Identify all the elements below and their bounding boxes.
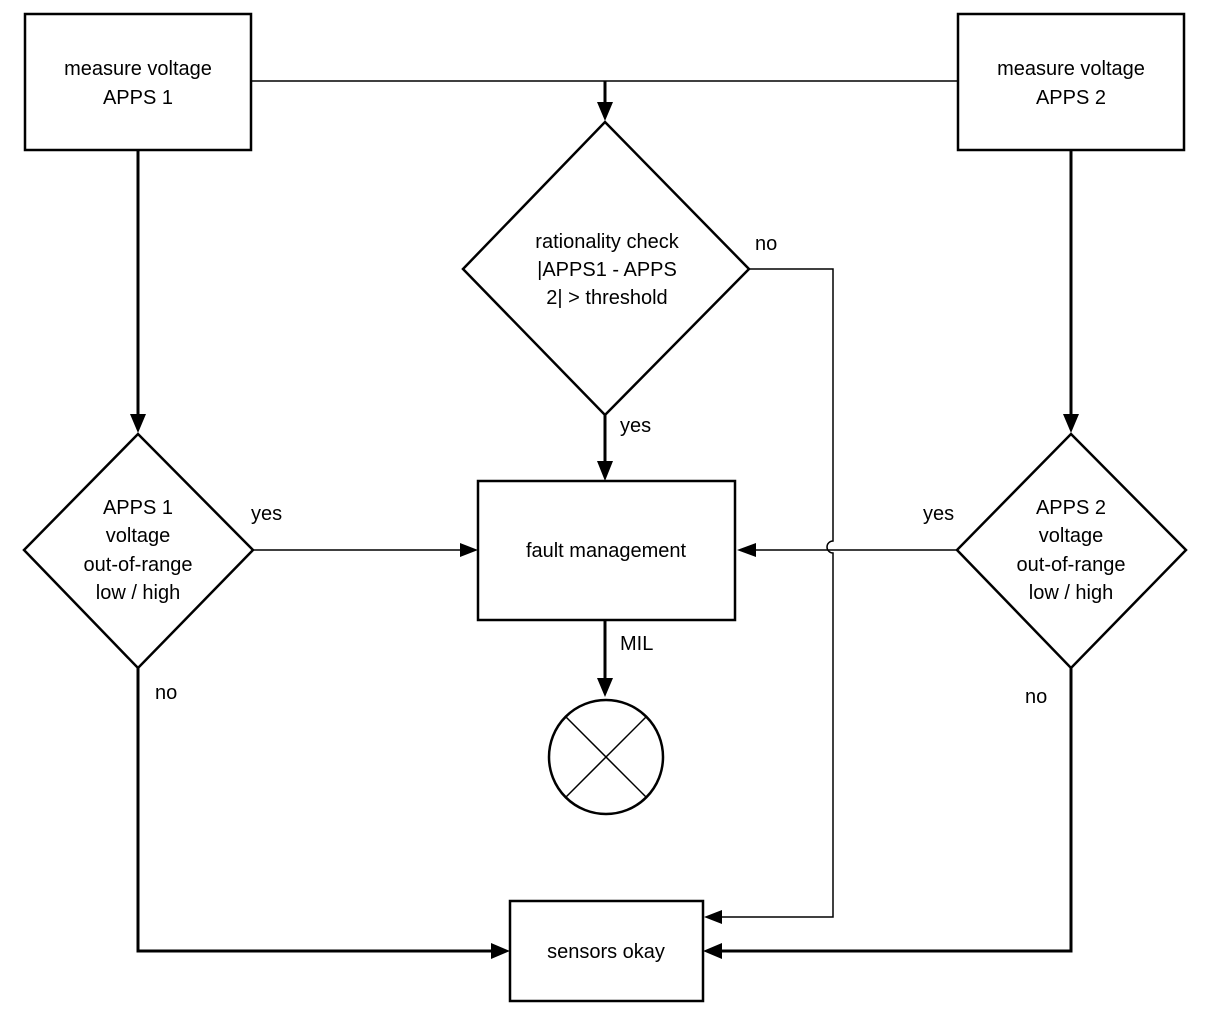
rationality-no-line bbox=[722, 268, 834, 918]
apps2-range-line1: APPS 2 bbox=[1036, 497, 1106, 519]
mil-label: MIL bbox=[620, 633, 653, 655]
apps1-no-arrow bbox=[491, 943, 510, 959]
rationality-no-arrow bbox=[704, 910, 722, 924]
rationality-yes-arrow bbox=[597, 461, 613, 481]
to-rationality-arrow bbox=[597, 102, 613, 121]
apps1-range-diamond: APPS 1 voltage out-of-range low / high bbox=[22, 432, 255, 670]
apps1-range-line2: voltage bbox=[106, 525, 171, 547]
measure-apps2-line2: APPS 2 bbox=[1036, 87, 1106, 109]
fault-management-box: fault management bbox=[476, 479, 737, 622]
apps2-no-label: no bbox=[1025, 686, 1047, 708]
measure-apps1-line1: measure voltage bbox=[64, 58, 212, 80]
measure-apps1-line2: APPS 1 bbox=[103, 87, 173, 109]
measure-apps2-line1: measure voltage bbox=[997, 58, 1145, 80]
apps2-range-line4: low / high bbox=[1029, 582, 1114, 604]
apps2-range-line3: out-of-range bbox=[1017, 554, 1126, 576]
mil-lamp-icon bbox=[547, 698, 665, 816]
sensors-okay-label: sensors okay bbox=[547, 941, 665, 963]
apps2-no-line bbox=[722, 668, 1073, 953]
apps1-down-arrow bbox=[130, 414, 146, 433]
mil-arrow bbox=[597, 678, 613, 697]
rationality-check-diamond: rationality check |APPS1 - APPS 2| > thr… bbox=[461, 120, 751, 417]
sensors-okay-box: sensors okay bbox=[508, 899, 705, 1003]
rationality-line2: |APPS1 - APPS bbox=[537, 259, 677, 281]
fault-management-label: fault management bbox=[526, 540, 687, 562]
apps2-no-arrow bbox=[703, 943, 722, 959]
apps2-range-diamond: APPS 2 voltage out-of-range low / high bbox=[955, 432, 1188, 670]
apps1-range-line1: APPS 1 bbox=[103, 497, 173, 519]
apps1-yes-arrow bbox=[460, 543, 478, 557]
apps1-no-line bbox=[136, 668, 491, 953]
rationality-line1: rationality check bbox=[535, 231, 679, 253]
apps2-down-arrow bbox=[1063, 414, 1079, 433]
measure-apps1-box: measure voltage APPS 1 bbox=[23, 12, 253, 152]
measure-apps2-box: measure voltage APPS 2 bbox=[956, 12, 1186, 152]
apps1-no-label: no bbox=[155, 682, 177, 704]
apps2-yes-label: yes bbox=[923, 503, 954, 525]
apps1-yes-label: yes bbox=[251, 503, 282, 525]
rationality-yes-label: yes bbox=[620, 415, 651, 437]
rationality-no-label: no bbox=[755, 233, 777, 255]
apps2-range-line2: voltage bbox=[1039, 525, 1104, 547]
apps1-range-line4: low / high bbox=[96, 582, 181, 604]
rationality-line3: 2| > threshold bbox=[546, 287, 667, 309]
apps1-range-line3: out-of-range bbox=[84, 554, 193, 576]
apps2-yes-arrow bbox=[737, 543, 756, 557]
